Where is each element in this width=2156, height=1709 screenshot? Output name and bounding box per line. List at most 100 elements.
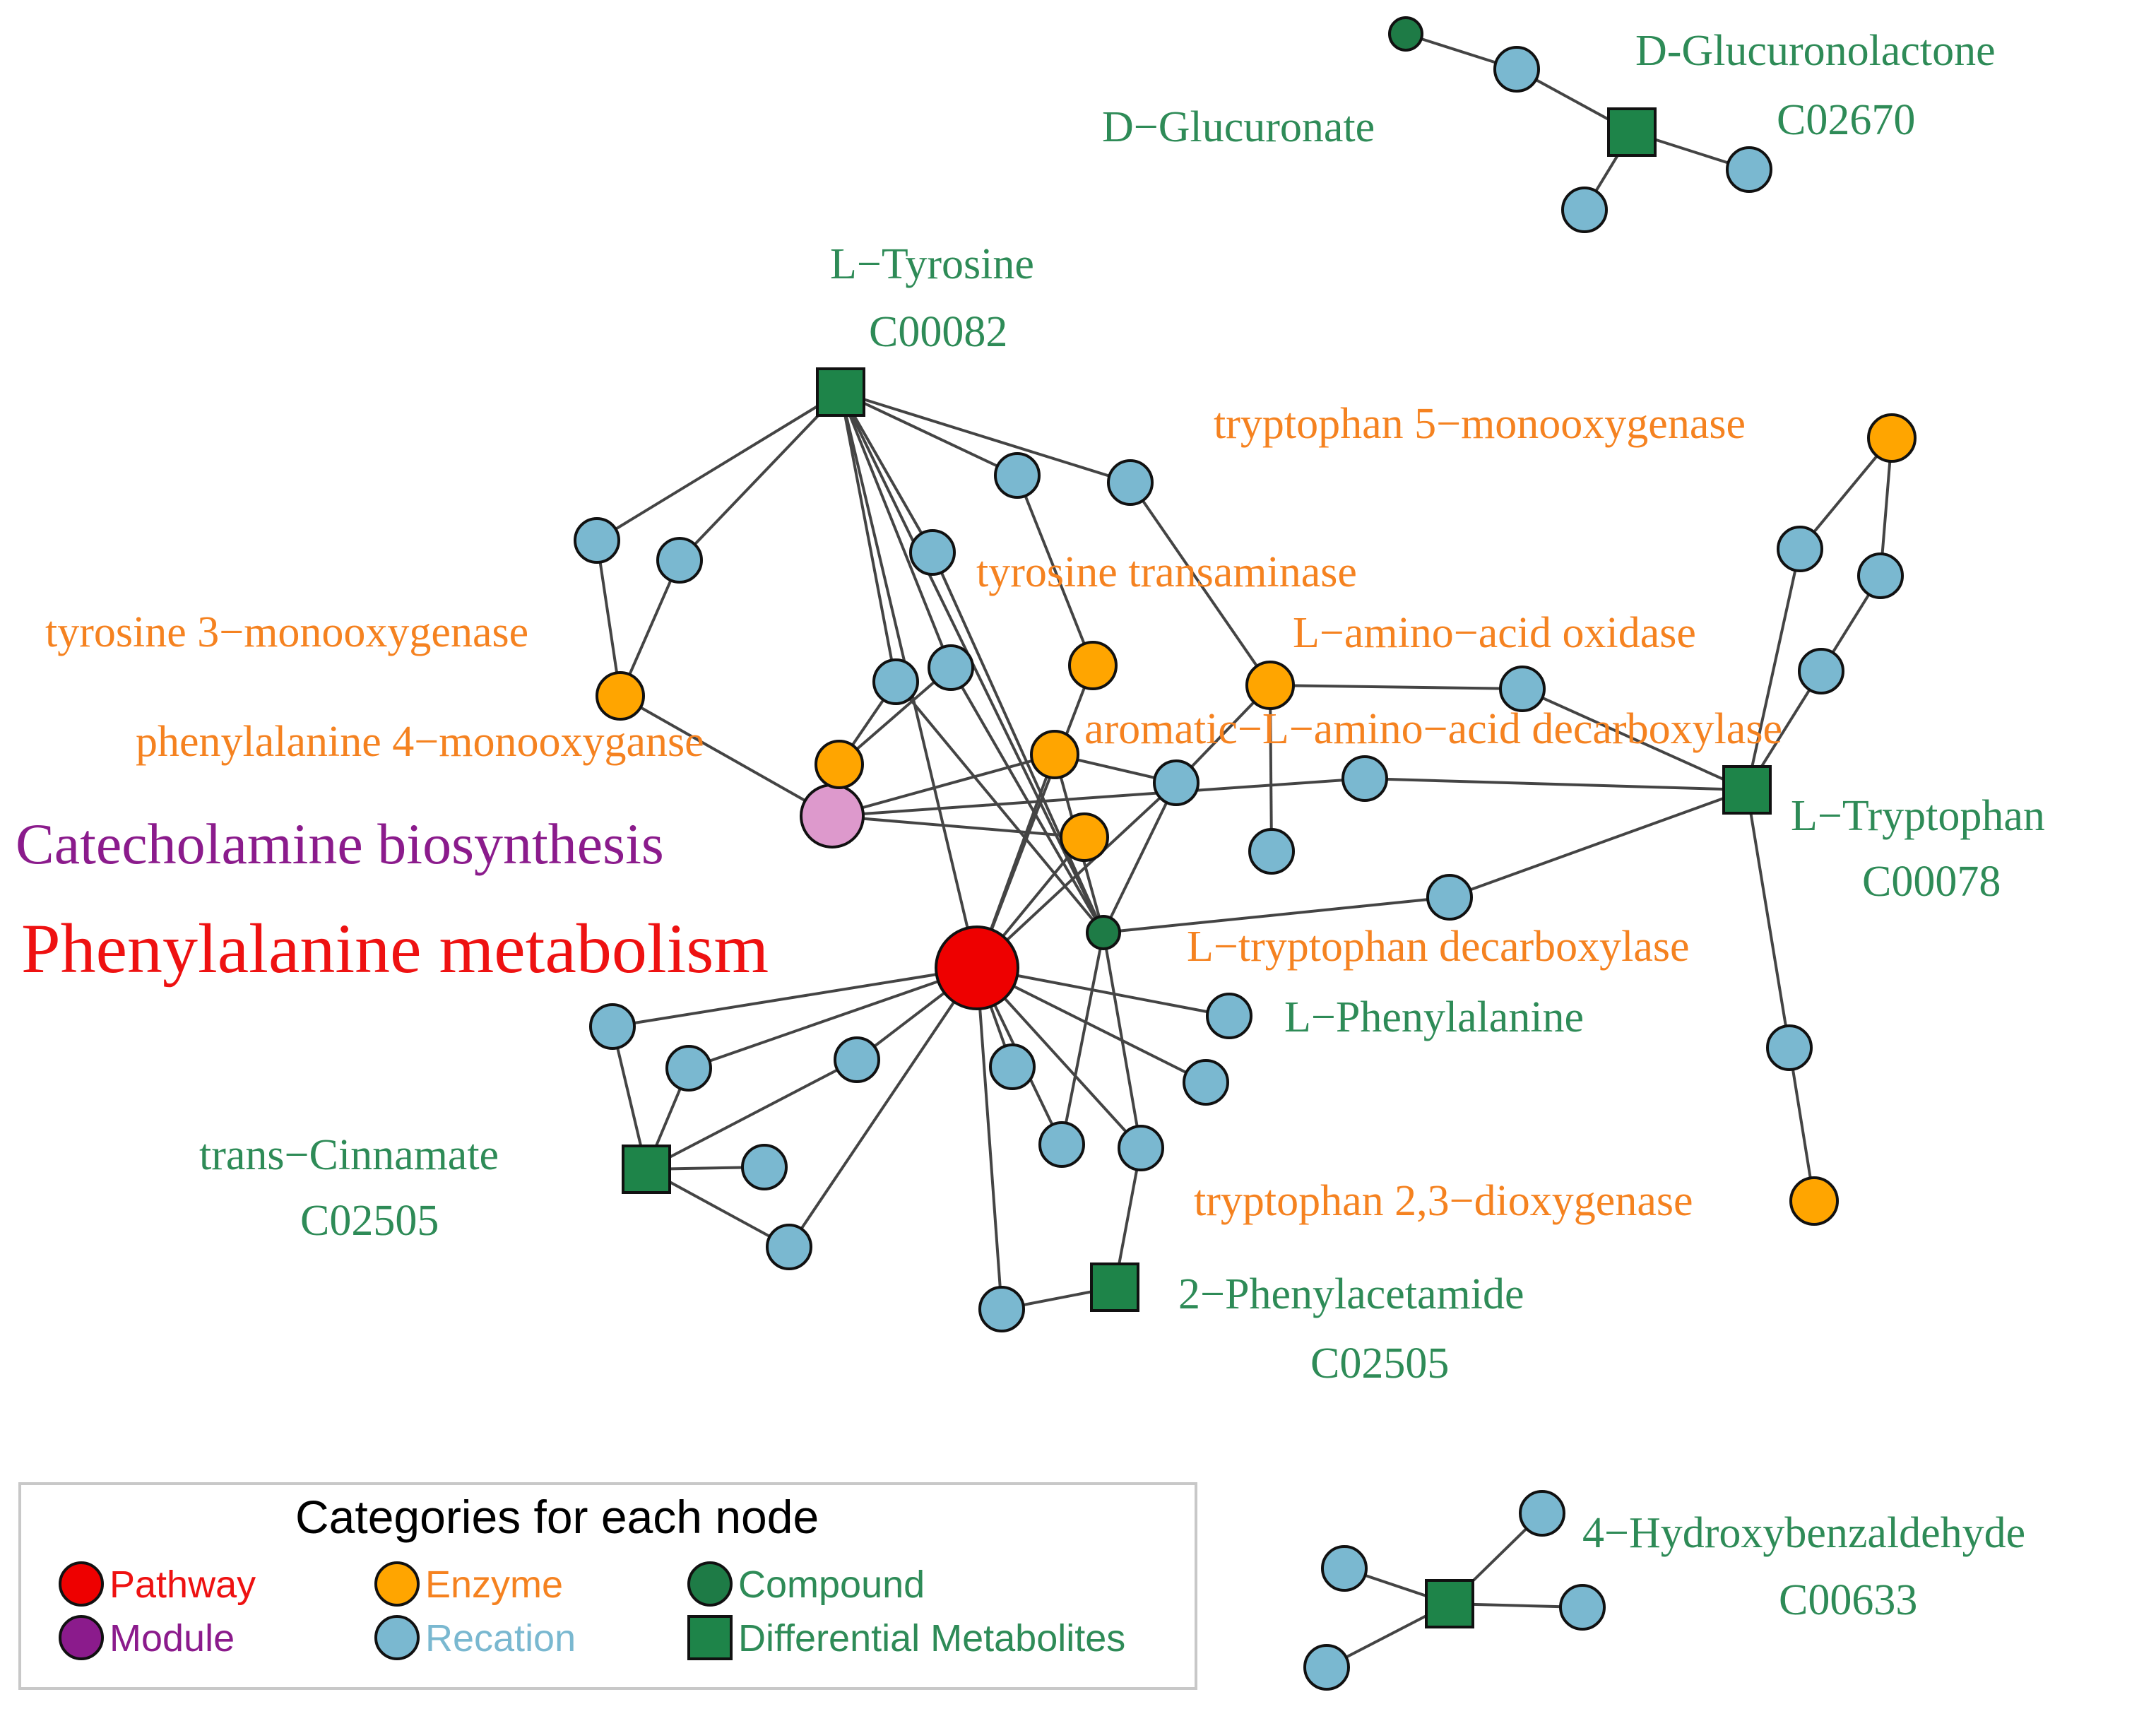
legend-marker-compound [687,1561,733,1607]
label-cinnamate-id: C02505 [300,1197,439,1245]
reaction-node-r_ty1 [574,517,620,564]
enzyme-node-enz_tyr3 [596,671,645,721]
reaction-node-r_p6 [1183,1059,1229,1106]
label-enz-tyr3: tyrosine 3−monooxygenase [45,608,528,656]
edge-pathway-r_m1 [976,781,1178,969]
label-enz-aadc: aromatic−L−amino−acid decarboxylase [1084,705,1782,753]
legend-label-pathway: Pathway [109,1563,256,1606]
label-enz-trpdc: L−tryptophan decarboxylase [1187,923,1690,971]
reaction-node-r_h1 [1519,1490,1565,1537]
edge-tryptophan-r_trp4 [1746,789,1791,1048]
legend-marker-recation [374,1615,420,1660]
edge-pathway-r_c2 [788,966,978,1248]
label-phenylalanine: L−Phenylalanine [1284,993,1584,1041]
legend-marker-module [59,1615,104,1660]
label-enz-trp23: tryptophan 2,3−dioxygenase [1194,1177,1693,1225]
edges [596,32,1893,1669]
label-enz-trp5: tryptophan 5−monooxygenase [1214,400,1746,448]
reaction-node-r_pa1 [978,1286,1025,1332]
reaction-node-r_p1 [589,1003,636,1050]
label-phenylacetamide-name: 2−Phenylacetamide [1178,1270,1524,1318]
legend-label-recation: Recation [425,1617,576,1660]
edge-r_m2-tryptophan [1364,777,1748,791]
edge-enz_trpdc-module [831,815,1085,839]
reaction-node-r_gl2 [1561,187,1608,233]
reaction-node-r_trp4 [1766,1024,1813,1071]
reaction-node-r_h2 [1321,1545,1368,1592]
edge-enz_aadc-module [831,753,1055,817]
legend-label-module: Module [109,1617,235,1660]
legend-frame [18,1482,1197,1690]
label-enz-phe4: phenylalanine 4−monooxyganse [136,718,704,766]
enzyme-node-enz_laao [1245,661,1295,710]
edge-phenylalanine-r_m4 [1103,896,1450,934]
label-glucuronolactone-id: C02670 [1777,96,1915,144]
reaction-node-r_trp2 [1857,552,1904,599]
edge-pathway-r_p4 [976,966,1230,1017]
reaction-node-r_p5 [989,1043,1036,1090]
reaction-node-r_gl1 [1493,46,1540,93]
edge-enz_laao-r_laao [1269,684,1523,690]
legend-title: Categories for each node [295,1491,819,1543]
legend-label-differential-metabolites: Differential Metabolites [738,1617,1125,1660]
reaction-node-r_m4 [1426,874,1473,921]
metabolite-node-hydroxybenzaldehyde [1425,1579,1474,1628]
edge-tyrosine-r_ty6 [839,391,897,682]
edge-tyrosine-r_ty4 [840,391,1131,484]
label-glucuronolactone-name: D-Glucuronolactone [1635,27,1996,75]
label-tryptophan-id: C00078 [1862,858,2001,906]
reaction-node-r_laao [1499,666,1546,712]
pathway-node-pathway [935,926,1019,1010]
edge-r_m4-tryptophan [1449,788,1748,899]
metabolite-node-tyrosine [816,367,865,417]
edge-tyrosine-r_ty3 [840,391,1018,477]
edge-r_ty3-enz_tyrtrans [1016,475,1094,666]
reaction-node-r_m3 [1248,828,1295,875]
edge-cinnamate-r_p3 [646,1058,858,1171]
edge-pathway-r_p6 [976,966,1207,1084]
legend-label-compound: Compound [738,1563,925,1606]
edge-module-r_m2 [831,777,1366,817]
edge-phenylalanine-r_ty7 [949,667,1105,933]
edge-r_ty1-enz_tyr3 [596,540,622,697]
edge-pathway-r_pa1 [976,967,1003,1310]
reaction-node-r_h4 [1303,1644,1350,1691]
edge-enz_laao-r_m3 [1269,685,1273,852]
edge-tyrosine-r_ty2 [678,391,842,562]
legend-marker-differential-metabolites [687,1615,733,1660]
reaction-node-r_ty4 [1107,459,1154,506]
enzyme-node-enz_phe4 [815,740,864,789]
enzyme-node-enz_trp5 [1867,413,1917,463]
reaction-node-r_m1 [1153,759,1200,806]
edge-r_trp1-tryptophan [1746,548,1801,791]
metabolite-node-phenylacetamide [1090,1262,1139,1312]
reaction-node-r_p7 [1038,1121,1085,1168]
edge-tyrosine-r_ty5 [839,391,934,553]
edge-phenylalanine-r_ty6 [894,680,1105,934]
reaction-node-r_ty7 [928,644,974,691]
compound-node-phenylalanine [1086,915,1121,950]
legend-marker-pathway [59,1561,104,1607]
enzyme-node-enz_aadc [1030,730,1079,779]
label-enz-laao: L−amino−acid oxidase [1293,609,1696,657]
metabolite-node-cinnamate [622,1145,671,1194]
metabolite-node-tryptophan [1722,765,1772,815]
edge-r_laao-tryptophan [1522,687,1748,791]
reaction-node-r_ty6 [872,658,919,705]
reaction-node-r_trp3 [1798,648,1844,694]
label-hydroxybenzaldehyde-name: 4−Hydroxybenzaldehyde [1582,1509,2025,1557]
label-hydroxybenzaldehyde-id: C00633 [1779,1576,1917,1624]
nodes [574,16,1917,1691]
edge-r_trp4-enz_trp23 [1788,1047,1816,1202]
enzyme-node-enz_tyrtrans [1068,641,1118,690]
reaction-node-r_p3 [834,1036,880,1083]
edge-phenylalanine-r_p7 [1060,932,1105,1145]
enzyme-node-enz_trpdc [1060,812,1109,862]
reaction-node-r_gl3 [1726,146,1772,193]
label-enz-tyrtrans: tyrosine transaminase [976,548,1357,596]
reaction-node-r_ty5 [909,529,956,576]
edge-pathway-r_p1 [612,966,978,1028]
edge-tyrosine-r_ty1 [596,391,842,542]
